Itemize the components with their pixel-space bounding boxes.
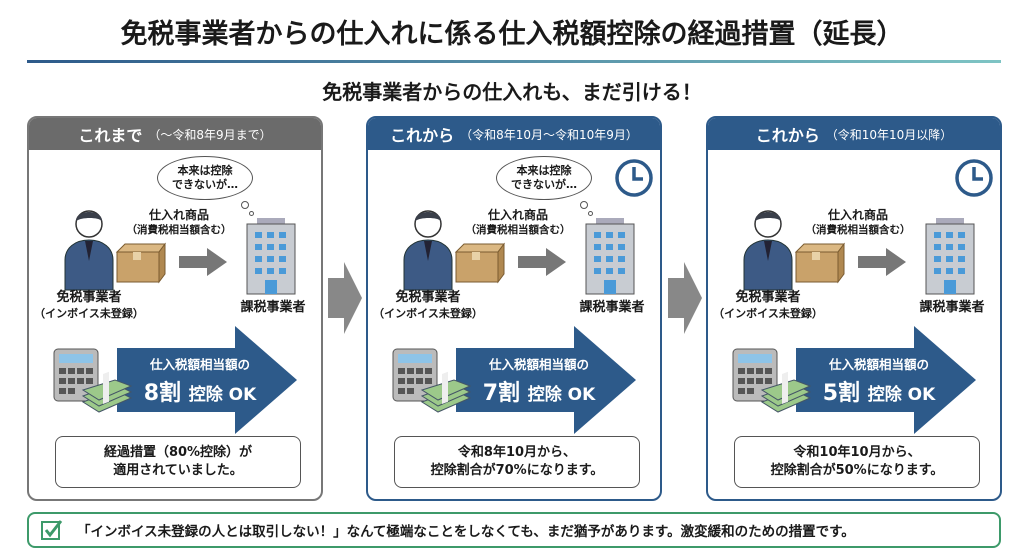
footer-note: 「インボイス未登録の人とは取引しない！」なんて極端なことをしなくても、まだ猶予が… [27,512,1001,548]
calculator-icon [732,348,778,402]
panel-header: これから （令和10年10月以降） [708,118,1000,150]
title-divider [27,60,1001,63]
panel-heading: これから [755,126,820,145]
thought-dot [580,201,588,209]
period-panel: これから （令和10年10月以降） 仕入れ商品（消費税相当額含む） 免税事業者（… [706,116,1002,501]
buyer-label: 課税事業者 [240,300,306,315]
seller-label: 免税事業者（インボイス未登録） [34,290,144,320]
transfer-arrow-icon [518,248,566,276]
cash-stack-icon [420,371,472,413]
deduction-rate: 7割 [482,381,521,406]
seller-label: 免税事業者（インボイス未登録） [373,290,483,320]
businessperson-icon [403,210,453,291]
callout-note: 令和10年10月から、控除割合が50%になります。 [734,436,980,488]
cardboard-box-icon [115,242,166,284]
thought-dot [588,211,593,216]
panel-heading: これから [390,126,455,145]
cash-stack-icon [81,371,133,413]
calculator-icon [392,348,438,402]
deduction-rate: 8割 [143,381,182,406]
clock-icon [955,159,993,197]
deduction-arrow [117,326,297,434]
page-title: 免税事業者からの仕入れに係る仕入税額控除の経過措置（延長） [120,19,904,50]
subtitle: 免税事業者からの仕入れも、まだ引ける！ [322,80,702,104]
office-building-icon [246,218,296,295]
calculator-icon [53,348,99,402]
thought-dot [241,201,249,209]
goods-label: 仕入れ商品（消費税相当額含む） [126,208,232,236]
deduction-arrow [456,326,636,434]
goods-label: 仕入れ商品（消費税相当額含む） [805,208,911,236]
deduction-arrow [796,326,976,434]
callout-note: 経過措置（80%控除）が適用されていました。 [55,436,301,488]
panel-header: これまで （～令和8年9月まで） [29,118,321,150]
period-panel: これから （令和8年10月～令和10年9月） 本来は控除できないが… 仕入れ商品… [366,116,662,501]
next-arrow-icon [328,262,362,334]
panel-period: （令和8年10月～令和10年9月） [460,127,638,142]
next-arrow-icon [668,262,702,334]
office-building-icon [585,218,635,295]
cardboard-box-icon [794,242,845,284]
callout-note: 令和8年10月から、控除割合が70%になります。 [394,436,640,488]
cardboard-box-icon [454,242,505,284]
office-building-icon [925,218,975,295]
panel-heading: これまで [78,126,143,145]
seller-label: 免税事業者（インボイス未登録） [713,290,823,320]
panel-period: （～令和8年9月まで） [148,127,272,142]
cash-stack-icon [760,371,812,413]
businessperson-icon [743,210,793,291]
thought-dot [249,211,254,216]
transfer-arrow-icon [858,248,906,276]
businessperson-icon [64,210,114,291]
panel-header: これから （令和8年10月～令和10年9月） [368,118,660,150]
checkbox-check-icon [41,520,63,540]
footer-text: 「インボイス未登録の人とは取引しない！」なんて極端なことをしなくても、まだ猶予が… [77,524,855,540]
goods-label: 仕入れ商品（消費税相当額含む） [465,208,571,236]
clock-icon [615,159,653,197]
deduction-rate: 5割 [822,381,861,406]
period-panel: これまで （～令和8年9月まで） 本来は控除できないが… 仕入れ商品（消費税相当… [27,116,323,501]
buyer-label: 課税事業者 [919,300,985,315]
thought-bubble: 本来は控除できないが… [157,156,253,200]
panel-period: （令和10年10月以降） [825,127,953,142]
thought-bubble: 本来は控除できないが… [496,156,592,200]
transfer-arrow-icon [179,248,227,276]
buyer-label: 課税事業者 [579,300,645,315]
